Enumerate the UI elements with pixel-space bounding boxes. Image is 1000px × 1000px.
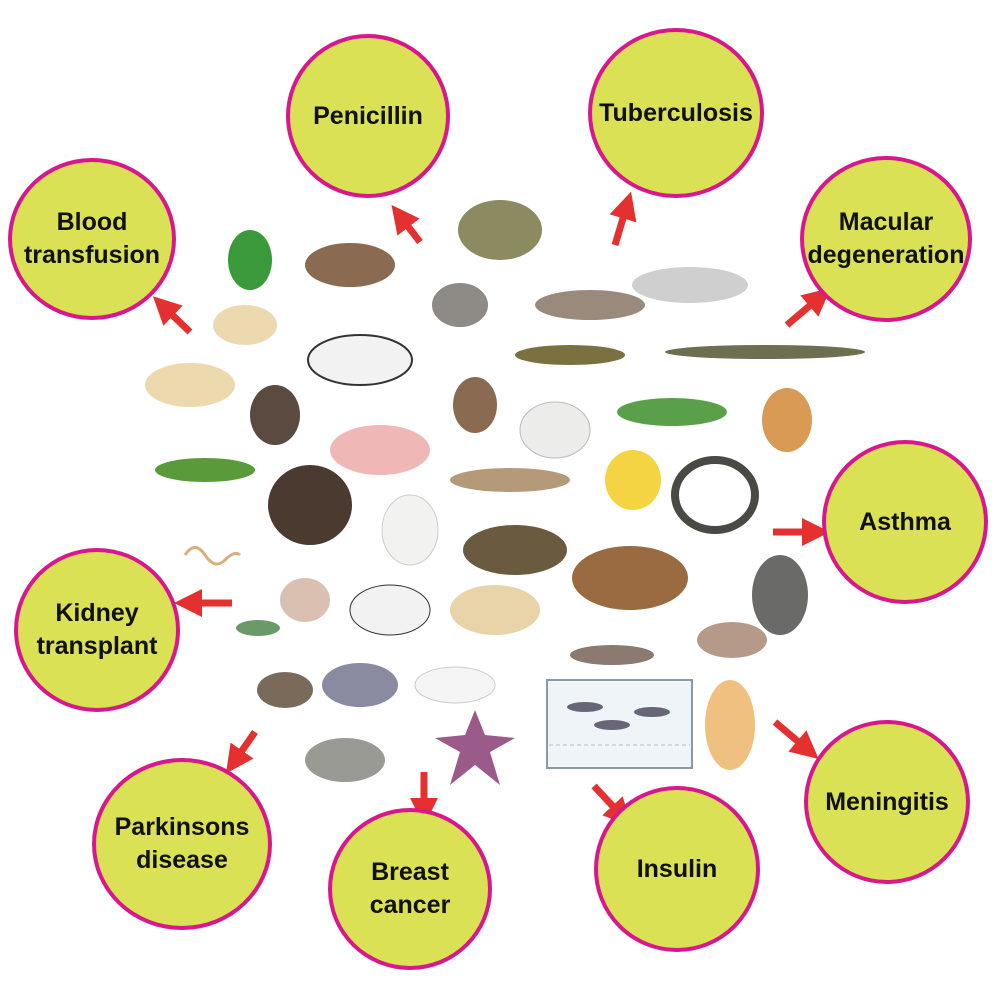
- outcome-macular-degeneration: Macular degeneration: [800, 156, 972, 322]
- outcome-label: Meningitis: [825, 787, 949, 816]
- monkey-icon: [432, 283, 488, 327]
- zebra-finch-icon: [305, 738, 385, 782]
- outcome-label: Breast cancer: [369, 858, 451, 919]
- outcome-parkinsons-disease: Parkinsons disease: [92, 758, 272, 930]
- horse-icon: [305, 243, 395, 287]
- hummingbird-icon: [236, 620, 280, 636]
- emu-icon: [752, 555, 808, 635]
- outcome-label: Penicillin: [313, 101, 423, 130]
- outcome-label: Tuberculosis: [599, 98, 753, 127]
- worm-icon: [183, 546, 242, 566]
- cat-icon: [450, 585, 540, 635]
- outcome-label: Insulin: [636, 854, 718, 883]
- newt-icon: [515, 345, 625, 365]
- outcome-penicillin: Penicillin: [286, 34, 450, 198]
- outcome-label: Kidney transplant: [36, 599, 158, 660]
- dove-icon: [697, 622, 767, 658]
- arrow-macular-degeneration: [784, 287, 831, 328]
- outcome-meningitis: Meningitis: [804, 720, 970, 884]
- mouse-icon: [414, 666, 496, 704]
- outcome-label: Asthma: [859, 507, 951, 536]
- turkey-icon: [268, 465, 352, 545]
- arrows: [152, 191, 831, 827]
- outcome-breast-cancer: Breast cancer: [328, 808, 492, 970]
- deer-icon: [453, 377, 497, 433]
- cow-icon: [307, 334, 413, 386]
- robin-icon: [257, 672, 313, 708]
- catfish-icon: [450, 468, 570, 492]
- eel-icon: [665, 345, 865, 359]
- zebrafish-icon: [567, 702, 603, 712]
- lamb-icon: [519, 401, 591, 459]
- outcome-label: Macular degeneration: [807, 208, 965, 269]
- chick-icon: [605, 450, 661, 510]
- chicken-icon: [381, 494, 439, 566]
- outcome-tuberculosis: Tuberculosis: [588, 28, 764, 198]
- pig-icon: [330, 425, 430, 475]
- hamster-icon: [762, 388, 812, 452]
- bat-icon: [250, 385, 300, 445]
- arrow-parkinsons: [225, 729, 258, 774]
- outcome-label: Parkinsons disease: [114, 813, 250, 874]
- toad-icon: [458, 200, 542, 260]
- outcome-asthma: Asthma: [822, 440, 988, 604]
- arrow-blood-transfusion: [152, 296, 193, 335]
- cobra-icon: [671, 456, 759, 534]
- goat-icon: [349, 584, 431, 636]
- mongoose-icon: [535, 290, 645, 320]
- dog-icon: [213, 305, 277, 345]
- guinea-pig-icon: [572, 546, 688, 610]
- arrow-meningitis: [772, 719, 819, 760]
- pigeon-icon: [322, 663, 398, 707]
- animals: [145, 200, 865, 785]
- rabbit-icon: [280, 578, 330, 622]
- rat-icon: [145, 363, 235, 407]
- arrow-tuberculosis: [609, 191, 637, 247]
- jellyfish-icon: [705, 680, 755, 770]
- outcome-label: Blood transfusion: [23, 208, 161, 269]
- outcome-insulin: Insulin: [594, 786, 760, 952]
- outcome-blood-transfusion: Blood transfusion: [8, 158, 176, 320]
- lizard-icon: [155, 458, 255, 482]
- shrimp-icon: [632, 267, 748, 303]
- zebrafish-icon: [594, 720, 630, 730]
- arrow-penicillin: [391, 204, 423, 245]
- turtle-icon: [463, 525, 567, 575]
- fish-tank-icon: [546, 679, 693, 769]
- caterpillar-icon: [617, 398, 727, 426]
- parrot-icon: [228, 230, 272, 290]
- zebrafish-icon: [634, 707, 670, 717]
- outcome-kidney-transplant: Kidney transplant: [14, 548, 180, 712]
- pangolin-icon: [570, 645, 654, 665]
- starfish-icon: [435, 710, 515, 785]
